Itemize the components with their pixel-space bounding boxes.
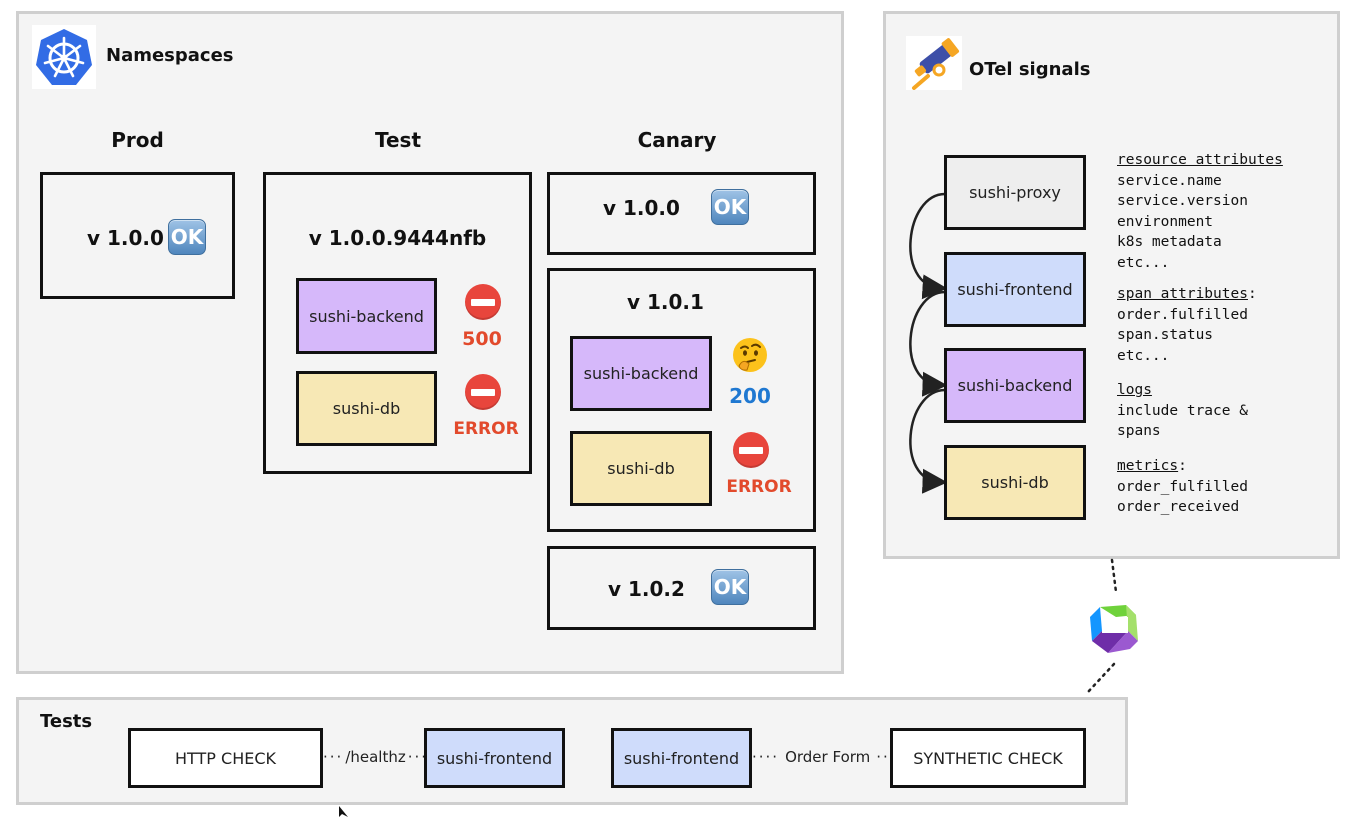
signal-line: service.name	[1117, 172, 1222, 189]
test-db-status: ERROR	[453, 419, 519, 439]
tests-sushi-frontend-b: sushi-frontend	[611, 728, 752, 788]
canary-v100-version: v 1.0.0	[603, 196, 680, 220]
namespaces-title: Namespaces	[106, 45, 234, 66]
signal-heading: span attributes	[1117, 286, 1248, 302]
trace-flow-arrows	[909, 192, 948, 494]
signal-line: include trace &	[1117, 402, 1248, 419]
order-form-label: Order Form	[785, 748, 871, 766]
signal-span-attributes: span attributes: order.fulfilled span.st…	[1117, 284, 1257, 366]
otel-sushi-db: sushi-db	[944, 445, 1086, 520]
canary-v102-version: v 1.0.2	[608, 577, 685, 601]
signal-heading: resource attributes	[1117, 152, 1283, 168]
telescope-icon	[906, 36, 962, 90]
signal-heading: logs	[1117, 382, 1152, 398]
order-form-connector: ····Order Form···	[752, 748, 897, 766]
ok-icon: OK	[168, 219, 206, 255]
no-entry-icon	[733, 432, 769, 468]
test-sushi-backend: sushi-backend	[296, 278, 437, 354]
canary-sushi-db: sushi-db	[570, 431, 712, 506]
signal-heading-suffix: :	[1178, 458, 1187, 474]
canary-db-status: ERROR	[726, 477, 792, 497]
otel-sushi-proxy: sushi-proxy	[944, 155, 1086, 230]
healthz-label: /healthz	[345, 748, 406, 766]
test-sushi-db: sushi-db	[296, 371, 437, 446]
synthetic-check-box: SYNTHETIC CHECK	[890, 728, 1086, 788]
ok-icon: OK	[711, 189, 749, 225]
mouse-cursor-icon	[339, 806, 348, 817]
signal-logs: logs include trace & spans	[1117, 380, 1248, 442]
signal-line: k8s metadata	[1117, 234, 1222, 250]
thinking-face-icon	[731, 336, 769, 374]
http-connector: ···/healthz···	[323, 748, 429, 766]
signal-line: spans	[1117, 423, 1161, 439]
column-title-prod: Prod	[111, 128, 164, 152]
canary-backend-status: 200	[729, 384, 771, 408]
test-version: v 1.0.0.9444nfb	[308, 226, 487, 250]
signal-resource-attributes: resource attributes service.name service…	[1117, 150, 1283, 273]
canary-v100-deployment	[547, 172, 816, 255]
ok-icon: OK	[711, 569, 749, 605]
signal-line: service.version	[1117, 193, 1248, 209]
no-entry-icon	[465, 284, 501, 320]
otel-sushi-backend: sushi-backend	[944, 348, 1086, 423]
signal-heading: metrics	[1117, 458, 1179, 474]
signal-line: etc...	[1117, 254, 1170, 271]
signal-line: order.fulfilled	[1117, 306, 1248, 323]
signal-line: order_fulfilled	[1117, 478, 1248, 495]
signal-line: etc...	[1117, 347, 1170, 364]
tests-title: Tests	[40, 711, 93, 732]
dotted-connector	[1086, 558, 1118, 694]
column-title-canary: Canary	[637, 128, 717, 152]
prod-version: v 1.0.0	[87, 226, 164, 250]
test-backend-status: 500	[462, 328, 502, 350]
signal-metrics: metrics: order_fulfilled order_received	[1117, 456, 1248, 518]
otel-sushi-frontend: sushi-frontend	[944, 252, 1086, 327]
http-check-box: HTTP CHECK	[128, 728, 323, 788]
otel-title: OTel signals	[969, 59, 1091, 80]
kubernetes-icon	[32, 25, 96, 89]
signal-line: span.status	[1117, 327, 1214, 343]
signal-line: order_received	[1117, 499, 1240, 515]
signal-heading-suffix: :	[1247, 286, 1257, 302]
canary-v101-version: v 1.0.1	[627, 290, 704, 314]
canary-sushi-backend: sushi-backend	[570, 336, 712, 411]
signal-line: environment	[1117, 213, 1214, 230]
dynatrace-logo-icon	[1086, 601, 1142, 657]
no-entry-icon	[465, 374, 501, 410]
tests-sushi-frontend-a: sushi-frontend	[424, 728, 565, 788]
column-title-test: Test	[374, 128, 421, 152]
canary-v102-deployment	[547, 546, 816, 630]
